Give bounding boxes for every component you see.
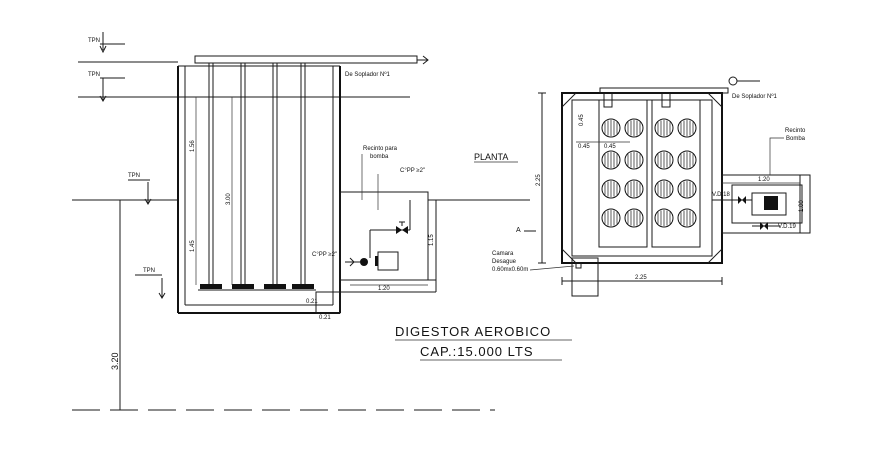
valve-label-2: V.D.19: [778, 224, 796, 230]
dim-320: 3.20: [110, 352, 120, 370]
diffuser-disc: [677, 208, 697, 228]
dim-120b: 1.20: [758, 177, 770, 183]
pipe-label-2: C°PP ≥2": [312, 252, 337, 258]
dim-045b: 0.45: [578, 144, 590, 150]
pump-room-label-1: Recinto para: [363, 146, 398, 152]
dim-120a: 1.20: [378, 286, 390, 292]
blower-label-plan: De Soplador Nº1: [732, 93, 778, 100]
dim-045c: 0.45: [604, 144, 616, 150]
plan-label: PLANTA: [474, 152, 508, 162]
dim-021a: 0.21: [306, 299, 318, 305]
diffuser-pipes: [208, 62, 306, 286]
diffuser-disc: [677, 118, 697, 138]
plan-view: PLANTA A De Soplador Nº1 0.45 0.45 0.45: [474, 76, 811, 297]
diffuser-disc: [677, 179, 697, 199]
drawing-title: DIGESTOR AEROBICO: [395, 324, 551, 339]
pump: [345, 200, 411, 271]
pipe-label-1: C°PP ≥2": [400, 168, 425, 174]
diffuser-disc: [654, 179, 674, 199]
section-view: TPN TPN TPN TPN De Soplador Nº1: [72, 32, 530, 411]
diffuser-disc: [624, 118, 644, 138]
drain-label-2: Desague: [492, 259, 517, 265]
level-mark-1: TPN: [88, 38, 100, 44]
drain-label-1: Camara: [492, 251, 514, 257]
diffuser-disc: [601, 208, 621, 228]
dim-021b: 0.21: [319, 315, 331, 321]
dim-145: 1.45: [190, 240, 196, 252]
dim-100: 1.00: [799, 200, 805, 212]
drawing-capacity: CAP.:15.000 LTS: [420, 344, 534, 359]
diffuser-disc: [654, 150, 674, 170]
diffuser-disc: [624, 208, 644, 228]
diffuser-disc: [677, 150, 697, 170]
level-mark-4: TPN: [143, 268, 155, 274]
dim-115: 1.15: [429, 234, 435, 246]
diffuser-disc: [654, 208, 674, 228]
diffuser-disc: [654, 118, 674, 138]
blower-label-section: De Soplador Nº1: [345, 71, 391, 78]
dim-156: 1.56: [190, 140, 196, 152]
diffuser-disc: [601, 118, 621, 138]
level-mark-2: TPN: [88, 72, 100, 78]
dim-225v: 2.25: [536, 174, 542, 186]
section-marker: A: [516, 227, 521, 234]
diffuser-disc: [601, 150, 621, 170]
dim-225h: 2.25: [635, 275, 647, 281]
title-block: DIGESTOR AEROBICO CAP.:15.000 LTS: [395, 324, 572, 361]
diffuser-heads: [198, 284, 316, 291]
diffuser-disc: [601, 179, 621, 199]
diffuser-disc: [624, 179, 644, 199]
pump-room-label-2: bomba: [370, 154, 389, 160]
pump-room-plan-label-1: Recinto: [785, 128, 806, 134]
dim-300: 3.00: [226, 193, 232, 205]
diffuser-grid: [601, 118, 697, 228]
level-mark-3: TPN: [128, 173, 140, 179]
pump-room-plan-label-2: Bomba: [786, 136, 806, 142]
valve-label-1: V.D.18: [712, 192, 730, 198]
drain-label-3: 0.60mx0.60m: [492, 267, 528, 273]
dim-045a: 0.45: [579, 114, 585, 126]
diffuser-disc: [624, 150, 644, 170]
